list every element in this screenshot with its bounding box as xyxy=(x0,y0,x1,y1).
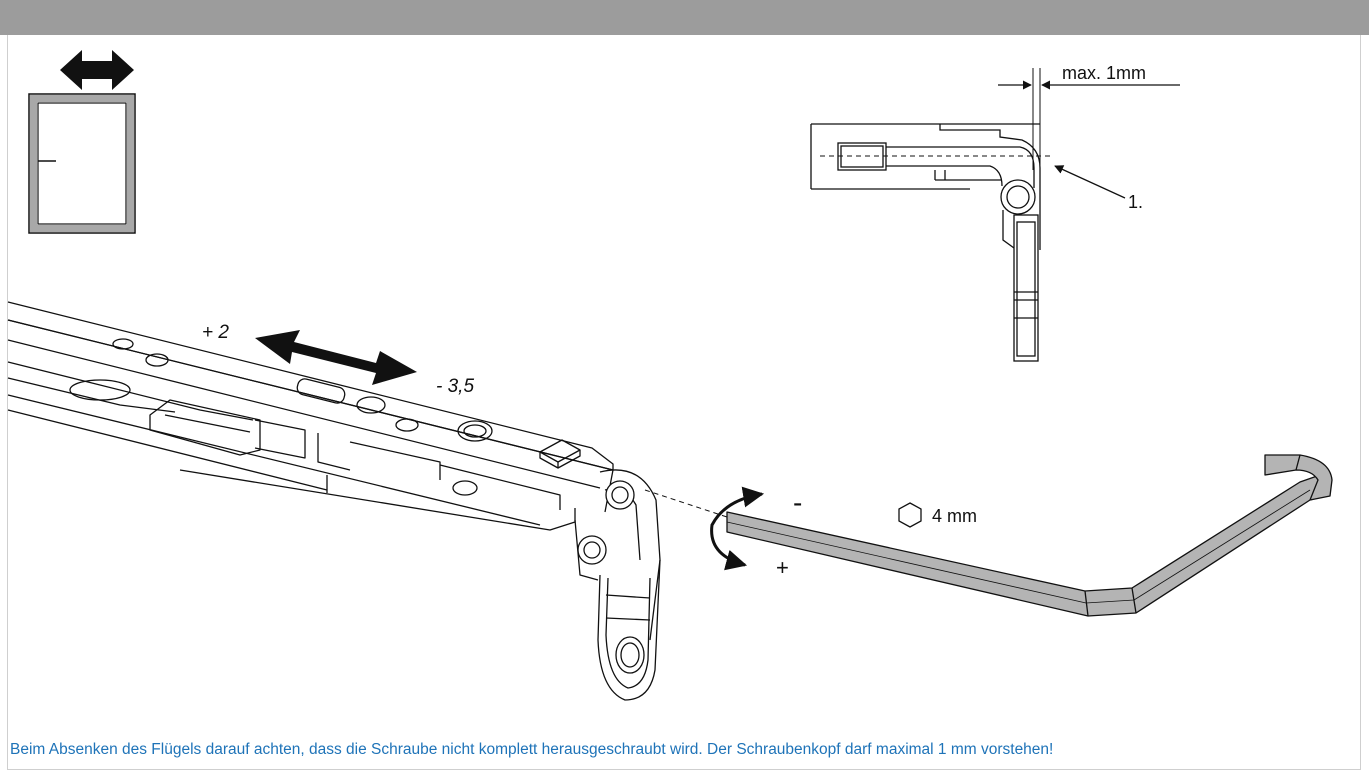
window-orientation-indicator xyxy=(28,50,136,234)
rotate-plus-label: + xyxy=(776,555,789,580)
adjust-plus-label: + 2 xyxy=(202,322,229,343)
diagram-frame xyxy=(7,35,1361,770)
hexagon-icon xyxy=(898,502,922,528)
adjust-minus-label: - 3,5 xyxy=(436,376,474,397)
hinge-detail-view xyxy=(810,68,1180,362)
double-arrow-icon xyxy=(60,50,134,90)
rotate-minus-label: - xyxy=(793,487,802,518)
adjust-double-arrow-icon xyxy=(255,330,417,385)
instruction-caption: Beim Absenken des Flügels darauf achten,… xyxy=(10,741,1054,758)
window-frame-icon xyxy=(28,93,136,234)
hex-key xyxy=(726,454,1333,617)
rotation-arrow-icon xyxy=(710,486,765,571)
detail-callout-label: 1. xyxy=(1128,192,1143,212)
detail-dimension-label: max. 1mm xyxy=(1062,63,1146,83)
header-bar xyxy=(0,0,1369,35)
hinge-assembly xyxy=(7,301,731,701)
key-size-label: 4 mm xyxy=(932,506,977,526)
